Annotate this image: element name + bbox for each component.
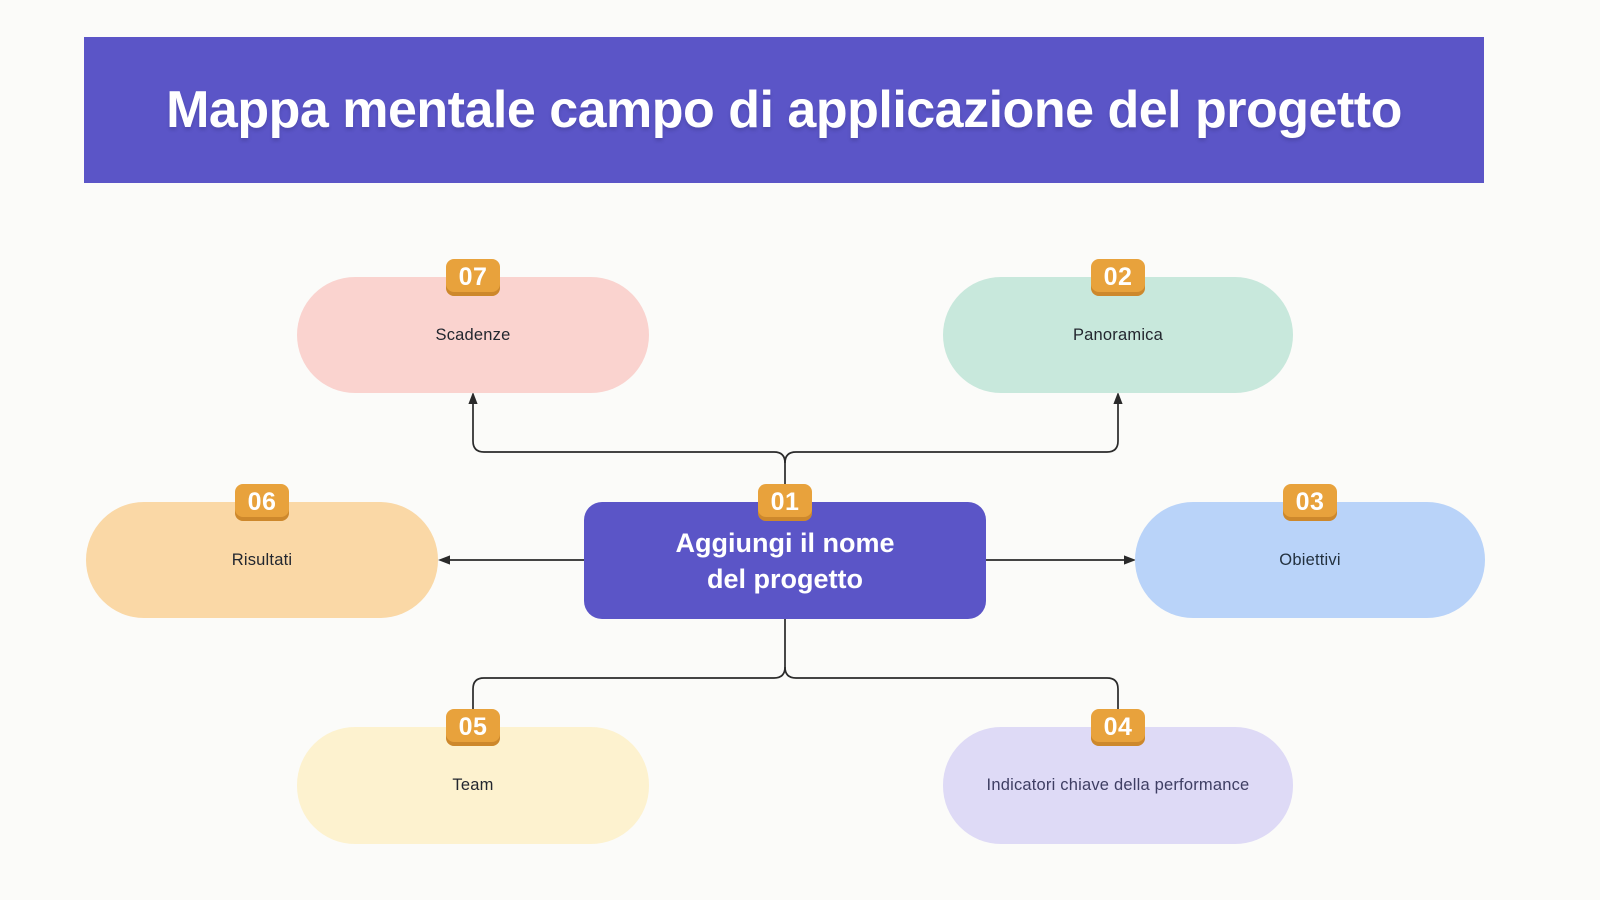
- connector-bottom-left: [472, 619, 786, 711]
- title-banner: Mappa mentale campo di applicazione del …: [84, 37, 1484, 183]
- node-number-badge: 06: [235, 484, 289, 521]
- node-label: Scadenze: [435, 325, 511, 344]
- arrowhead-up-left: [468, 392, 478, 404]
- node-label: Obiettivi: [1279, 550, 1341, 569]
- node-label: Panoramica: [1072, 325, 1164, 344]
- node-label: Team: [452, 776, 494, 794]
- connector-top-right: [784, 397, 1119, 464]
- node-panoramica[interactable]: 02 Panoramica: [943, 259, 1293, 393]
- node-project-name[interactable]: 01 Aggiungi il nome del progetto: [584, 484, 986, 619]
- node-indicatori-performance[interactable]: 04 Indicatori chiave della performance: [943, 709, 1293, 844]
- node-number-badge: 04: [1091, 709, 1145, 746]
- node-scadenze[interactable]: 07 Scadenze: [297, 259, 649, 393]
- node-risultati[interactable]: 06 Risultati: [86, 484, 438, 618]
- connector-bottom-right: [784, 666, 1119, 711]
- center-node-label-line2: del progetto: [706, 563, 863, 594]
- connector-top-left: [472, 397, 786, 484]
- arrowhead-left: [438, 555, 450, 565]
- node-number-badge: 05: [446, 709, 500, 746]
- node-number-badge: 01: [758, 484, 812, 521]
- node-obiettivi[interactable]: 03 Obiettivi: [1135, 484, 1485, 618]
- node-number-badge: 03: [1283, 484, 1337, 521]
- page-title: Mappa mentale campo di applicazione del …: [166, 81, 1402, 139]
- center-node-label-line1: Aggiungi il nome: [675, 527, 895, 558]
- node-label: Indicatori chiave della performance: [986, 776, 1250, 794]
- node-team[interactable]: 05 Team: [297, 709, 649, 844]
- node-number-badge: 02: [1091, 259, 1145, 296]
- arrowhead-up-right: [1113, 392, 1123, 404]
- center-node-label: Aggiungi il nome del progetto: [676, 525, 895, 597]
- node-label: Risultati: [231, 550, 293, 569]
- node-number-badge: 07: [446, 259, 500, 296]
